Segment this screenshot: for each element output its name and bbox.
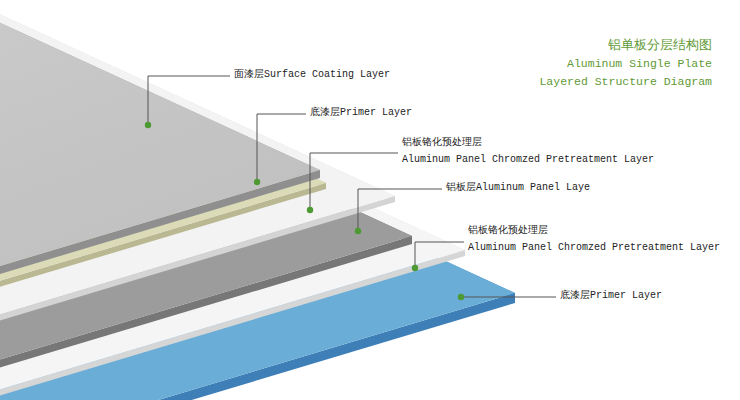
callout-label: 面漆层Surface Coating Layer <box>234 69 390 81</box>
callout-dot <box>458 294 464 300</box>
layer-slabs <box>0 0 515 400</box>
diagram-title: 铝单板分层结构图 <box>608 37 712 53</box>
layer-face <box>0 0 320 400</box>
callout-label: 铝板层Aluminum Panel Laye <box>446 182 590 194</box>
callout-dot <box>355 228 361 234</box>
leader-line <box>148 76 230 125</box>
callout-label: Aluminum Panel Chromzed Pretreatment Lay… <box>468 242 720 254</box>
callout-label: 底漆层Primer Layer <box>560 290 662 302</box>
callout-label: Layered Structure Diagram <box>539 75 712 89</box>
leader-line <box>257 114 306 182</box>
callout-label: 铝板铬化预处理层 <box>468 225 548 237</box>
callout-label: Aluminum Panel Chromzed Pretreatment Lay… <box>402 154 654 166</box>
leader-line <box>461 297 556 298</box>
callout-label: 铝板铬化预处理层 <box>402 137 482 149</box>
leader-line <box>310 153 398 210</box>
leader-line <box>358 189 442 231</box>
callout-dot <box>254 179 260 185</box>
leader-line <box>415 242 464 268</box>
callout-label: 底漆层Primer Layer <box>310 107 412 119</box>
callout-dot <box>145 122 151 128</box>
callout-dot <box>307 207 313 213</box>
callout-label: Aluminum Single Plate <box>567 57 712 71</box>
callout-dot <box>412 265 418 271</box>
